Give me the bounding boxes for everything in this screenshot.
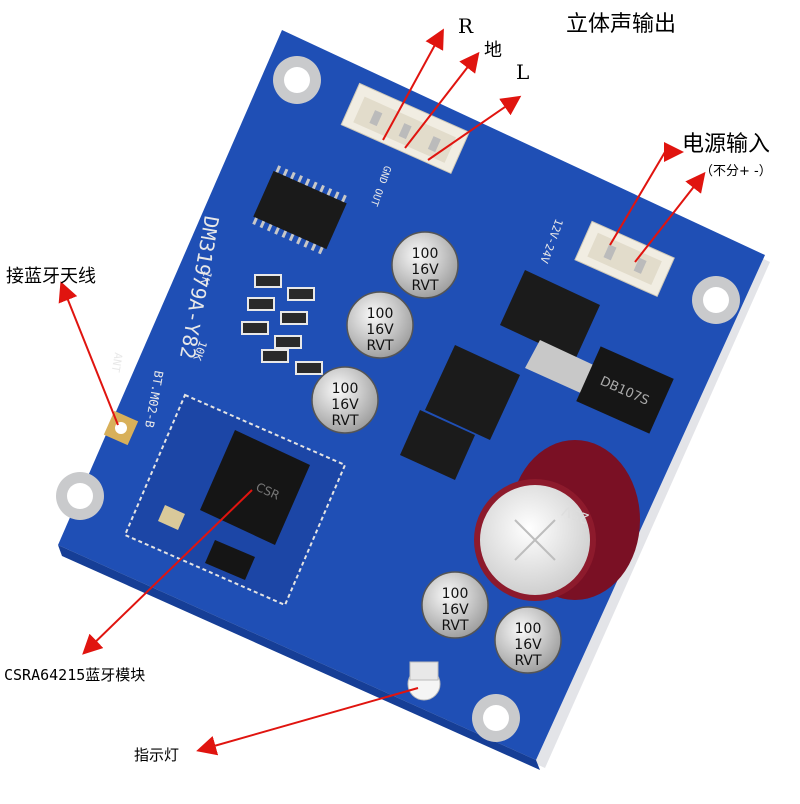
label-pin-r: R: [458, 14, 474, 38]
svg-text:100: 100: [442, 586, 469, 602]
svg-text:16V: 16V: [441, 602, 469, 618]
amplifier-chip: [252, 165, 347, 255]
label-module: CSRA64215蓝牙模块: [4, 666, 146, 684]
svg-text:RVT: RVT: [514, 653, 542, 669]
label-stereo-output: 立体声输出: [566, 12, 677, 37]
audio-output-connector: [340, 82, 470, 175]
svg-text:RVT: RVT: [366, 338, 394, 354]
resistor-array: [241, 274, 323, 375]
label-antenna: 接蓝牙天线: [6, 266, 96, 287]
large-capacitor: 25V: [474, 440, 640, 601]
svg-text:100: 100: [367, 306, 394, 322]
svg-text:RVT: RVT: [331, 413, 359, 429]
svg-text:16V: 16V: [514, 637, 542, 653]
label-indicator: 指示灯: [134, 746, 180, 764]
label-pin-gnd: 地: [484, 40, 502, 61]
svg-text:16V: 16V: [366, 322, 394, 338]
svg-text:100: 100: [332, 381, 359, 397]
svg-text:16V: 16V: [331, 397, 359, 413]
svg-text:16V: 16V: [411, 262, 439, 278]
svg-text:100: 100: [515, 621, 542, 637]
pcb-board-edge: [58, 545, 540, 770]
bridge-rectifier: DB107S: [576, 346, 674, 434]
svg-text:RVT: RVT: [441, 618, 469, 634]
annotation-arrows: [58, 28, 706, 756]
svg-text:100: 100: [412, 246, 439, 262]
indicator-led: [407, 661, 441, 701]
label-power-input: 电源输入: [682, 132, 771, 157]
label-pin-l: L: [516, 60, 530, 84]
mounting-holes: [56, 56, 740, 742]
power-connector: [574, 220, 675, 298]
ant-silkscreen: ANT: [109, 351, 125, 373]
label-power-note: （不分+ -）: [700, 164, 772, 179]
svg-text:RVT: RVT: [411, 278, 439, 294]
bluetooth-module: CSR: [123, 393, 347, 607]
power-transistors: [400, 270, 600, 480]
resistor-silkscreen: 1K: [198, 269, 215, 286]
